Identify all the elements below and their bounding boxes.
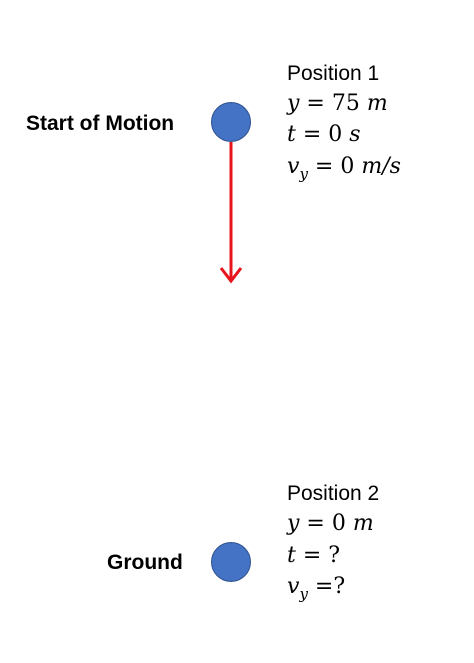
vy-sub: y [299,165,308,183]
vy-value: ? [333,574,346,599]
ball-ground [211,542,251,582]
vy-var: v [287,574,300,599]
y-var: y [287,91,300,116]
t-eq: = [295,122,329,147]
start-of-motion-label: Start of Motion [26,112,175,135]
position-2-y: y = 0 m [287,513,374,535]
arrow-head [219,267,243,284]
t-value: 0 [328,122,343,147]
t-value: ? [328,543,341,568]
t-unit: s [342,122,361,147]
t-var: t [287,543,296,568]
vy-value: 0 [340,154,355,179]
t-var: t [287,122,296,147]
ground-label: Ground [107,551,183,574]
vy-var: v [287,154,300,179]
y-value: 0 [331,511,346,536]
y-value: 75 [331,91,360,116]
position-1-vy: vy = 0 m/s [287,154,401,182]
vy-sub: y [299,585,308,603]
y-var: y [287,511,300,536]
vy-unit: m/s [354,154,401,179]
position-1-y: y = 75 m [287,93,388,115]
position-1-title: Position 1 [287,62,380,85]
y-unit: m [345,511,374,536]
position-2-title: Position 2 [287,482,380,505]
y-eq: = [299,511,332,536]
vy-eq: = [307,154,341,179]
y-eq: = [299,91,332,116]
vy-eq: = [307,574,334,599]
y-unit: m [359,91,388,116]
t-eq: = [295,543,329,568]
ball-start [211,102,251,142]
position-1-t: t = 0 s [287,124,361,146]
position-2-t: t = ? [287,545,340,567]
position-2-vy: vy =? [287,574,346,602]
